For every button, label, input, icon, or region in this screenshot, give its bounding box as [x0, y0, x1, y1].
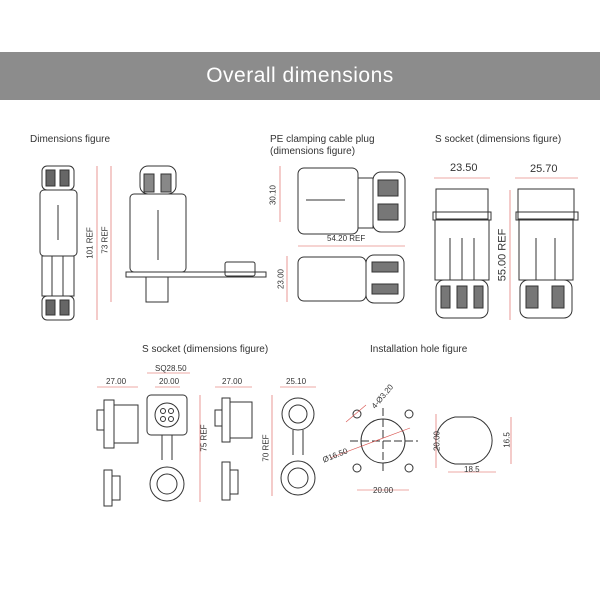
pe-plug-title-line2: (dimensions figure)	[270, 146, 356, 157]
dim-25-10: 25.10	[286, 377, 307, 386]
s-socket-drawing-bottom	[96, 394, 316, 507]
dim-20-00-vertical: 20.00	[432, 430, 442, 452]
connector-drawing-2	[125, 165, 267, 303]
dimensions-figure-title: Dimensions figure	[30, 134, 111, 145]
s-socket-drawing-top	[432, 188, 579, 319]
dim-23-50: 23.50	[450, 162, 478, 174]
dim-20-00: 20.00	[159, 377, 180, 386]
page-title: Overall dimensions	[206, 64, 394, 87]
title-banner: Overall dimensions	[0, 52, 600, 100]
pe-plug-drawing	[297, 167, 406, 304]
dim-23-00: 23.00	[276, 268, 286, 290]
dim-70-ref: 70 REF	[261, 434, 271, 462]
dim-55-00-ref: 55.00 REF	[496, 228, 509, 282]
dim-27-00-b: 27.00	[222, 377, 243, 386]
connector-drawing-1	[39, 165, 78, 321]
installation-hole-title: Installation hole figure	[370, 344, 468, 355]
s-socket-top-title: S socket (dimensions figure)	[435, 134, 562, 145]
dim-101-ref: 101 REF	[85, 227, 95, 259]
dim-54-20-ref: 54.20 REF	[327, 234, 366, 243]
dim-27-00-a: 27.00	[106, 377, 127, 386]
dim-18-5: 18.5	[464, 465, 480, 474]
dim-16-5: 16.5	[502, 432, 512, 448]
dim-30-10: 30.10	[268, 184, 278, 206]
dim-sq28-50: SQ28.50	[155, 364, 187, 373]
dim-75-ref: 75 REF	[199, 424, 209, 452]
dim-73-ref: 73 REF	[100, 226, 110, 254]
s-socket-bottom-title: S socket (dimensions figure)	[142, 344, 269, 355]
pe-plug-title-line1: PE clamping cable plug	[270, 134, 375, 145]
dimension-lines	[96, 166, 578, 502]
dim-25-70: 25.70	[530, 163, 558, 175]
dim-20-00-horizontal: 20.00	[373, 486, 394, 495]
installation-hole-drawing	[350, 408, 493, 474]
